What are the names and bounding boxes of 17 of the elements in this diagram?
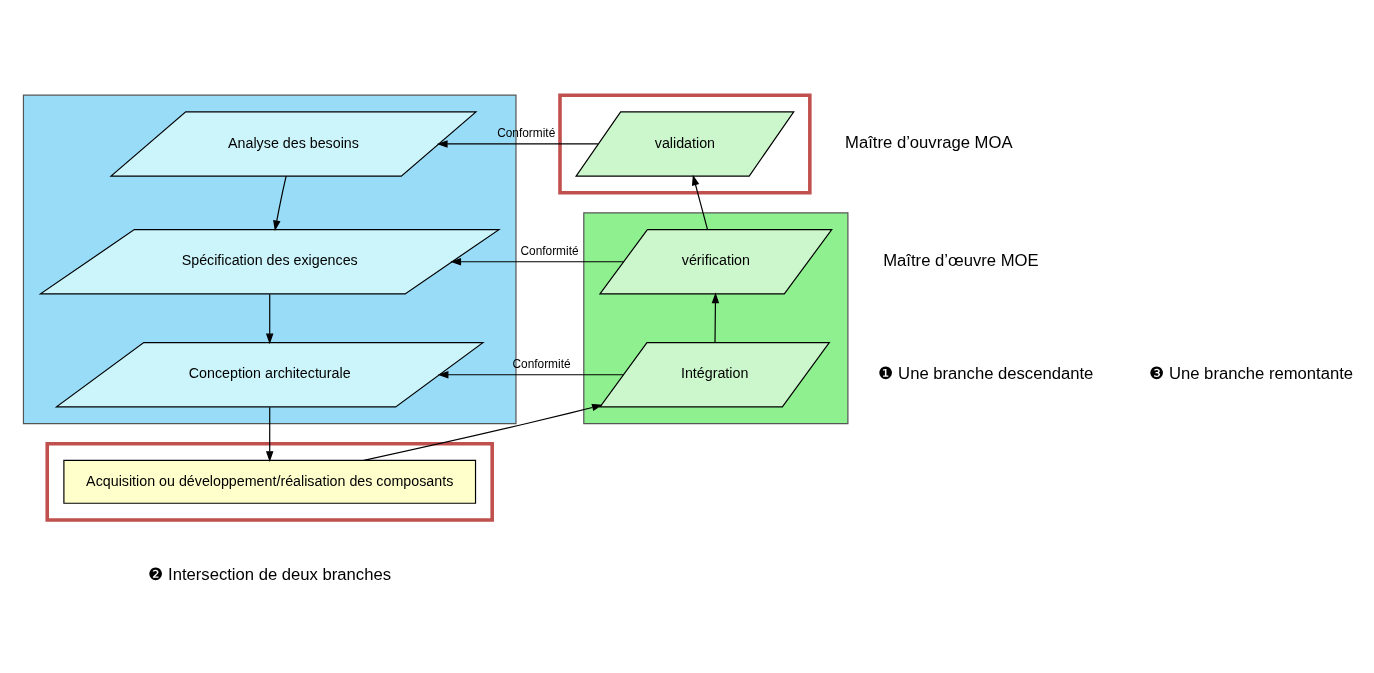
label: ❷ Intersection de deux branches: [148, 564, 391, 584]
arrow: [273, 175, 287, 231]
arrow: [450, 257, 625, 265]
arrow: [436, 139, 599, 148]
cluster: [558, 92, 812, 195]
arrow: [437, 370, 624, 378]
node-box: Acquisition ou développement/réalisation des composants: [63, 459, 477, 504]
label: ❶ Une branche descendante: [878, 363, 1094, 383]
arrow: [265, 293, 274, 344]
cluster: [583, 211, 849, 424]
arrow: [265, 406, 274, 462]
edge-label: Conformité: [520, 243, 579, 258]
arrow: [711, 292, 720, 343]
cluster: [45, 441, 494, 522]
label: ❸ Une branche remontante: [1149, 363, 1354, 383]
label: Maître d’œuvre MOE: [883, 250, 1039, 270]
label: Maître d’ouvrage MOA: [845, 132, 1013, 152]
